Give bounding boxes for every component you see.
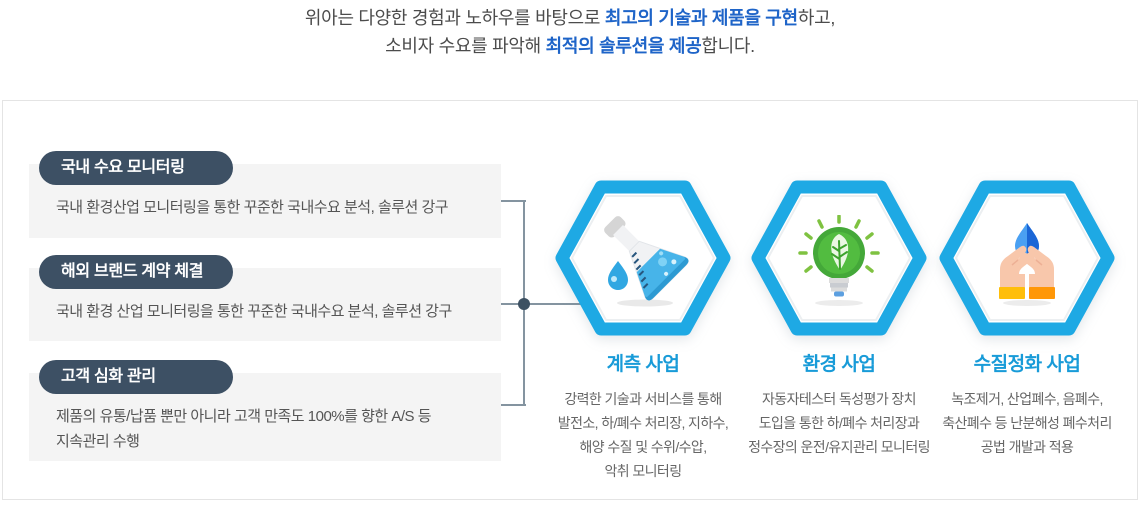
connector-line-bottom bbox=[501, 404, 526, 406]
eco-lightbulb-icon bbox=[798, 215, 880, 306]
intro-line2-tail: 합니다. bbox=[701, 36, 755, 56]
strategy-card-customer-care: 고객 심화 관리 제품의 유통/납품 뿐만 아니라 고객 만족도 100%를 향… bbox=[29, 360, 501, 461]
strategy-card-domestic-demand: 국내 수요 모니터링 국내 환경산업 모니터링을 통한 꾸준한 국내수요 분석,… bbox=[29, 151, 501, 238]
intro-line1-tail: 하고, bbox=[797, 8, 836, 28]
intro-line-2: 소비자 수요를 파악해 최적의 솔루션을 제공합니다. bbox=[0, 32, 1140, 60]
intro-line2-highlight: 최적의 솔루션을 제공 bbox=[545, 36, 702, 56]
business-card-environment: 환경 사업 자동자테스터 독성평가 장치 도입을 통한 하/폐수 처리장과 정수… bbox=[719, 349, 959, 459]
strategy-description: 국내 환경산업 모니터링을 통한 꾸준한 국내수요 분석, 솔루션 강구 bbox=[56, 199, 449, 216]
intro-line-1: 위아는 다양한 경험과 노하우를 바탕으로 최고의 기술과 제품을 구현하고, bbox=[0, 4, 1140, 32]
business-description: 녹조제거, 산업폐수, 음폐수, 축산폐수 등 난분해성 폐수처리 공법 개발과… bbox=[942, 391, 1112, 455]
intro-line1-highlight: 최고의 기술과 제품을 구현 bbox=[604, 8, 798, 28]
hands-water-drop-icon bbox=[999, 223, 1055, 306]
business-description: 자동자테스터 독성평가 장치 도입을 통한 하/폐수 처리장과 정수장의 운전/… bbox=[748, 391, 930, 455]
connector-junction-dot bbox=[518, 298, 530, 310]
business-card-measurement: 계측 사업 강력한 기술과 서비스를 통해 발전소, 하/폐수 처리장, 지하수… bbox=[523, 349, 763, 483]
intro-line2-normal: 소비자 수요를 파악해 bbox=[385, 36, 546, 56]
strategy-description: 국내 환경 산업 모니터링을 통한 꾸준한 국내수요 분석, 솔루션 강구 bbox=[56, 303, 452, 320]
business-title: 환경 사업 bbox=[802, 354, 876, 375]
strategy-card-overseas-brand: 해외 브랜드 계약 체결 국내 환경 산업 모니터링을 통한 꾸준한 국내수요 … bbox=[29, 255, 501, 341]
strategy-label-pill: 해외 브랜드 계약 체결 bbox=[39, 255, 233, 289]
business-title: 수질정화 사업 bbox=[973, 354, 1081, 375]
intro-text: 위아는 다양한 경험과 노하우를 바탕으로 최고의 기술과 제품을 구현하고, … bbox=[0, 4, 1140, 60]
intro-line1-normal: 위아는 다양한 경험과 노하우를 바탕으로 bbox=[304, 8, 605, 28]
business-panel: 국내 수요 모니터링 국내 환경산업 모니터링을 통한 꾸준한 국내수요 분석,… bbox=[2, 100, 1138, 500]
business-title: 계측 사업 bbox=[606, 354, 680, 375]
strategy-label-pill: 고객 심화 관리 bbox=[39, 360, 233, 394]
business-description: 강력한 기술과 서비스를 통해 발전소, 하/폐수 처리장, 지하수, 해양 수… bbox=[557, 391, 729, 479]
connector-line-top bbox=[501, 200, 526, 202]
flask-beaker-icon bbox=[604, 216, 689, 307]
connector-line-middle bbox=[501, 303, 581, 305]
strategy-label-pill: 국내 수요 모니터링 bbox=[39, 151, 233, 185]
business-card-water-purification: 수질정화 사업 녹조제거, 산업폐수, 음폐수, 축산폐수 등 난분해성 폐수처… bbox=[907, 349, 1140, 459]
strategy-description: 제품의 유통/납품 뿐만 아니라 고객 만족도 100%를 향한 A/S 등 지… bbox=[56, 408, 432, 450]
